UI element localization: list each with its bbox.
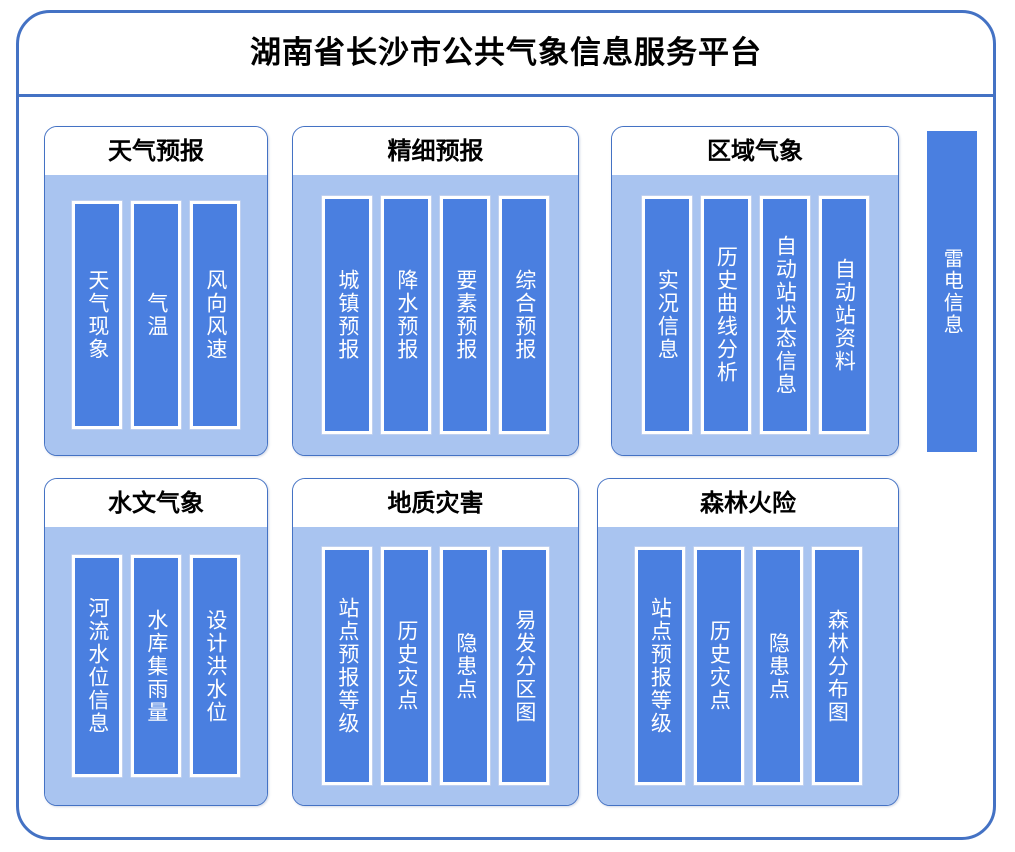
item-label: 雷电信息 <box>940 247 965 336</box>
item-label: 隐患点 <box>453 631 478 701</box>
panel-header-hydrometeorology: 水文气象 <box>45 479 267 527</box>
item-element-forecast[interactable]: 要素预报 <box>440 196 490 434</box>
item-historical-curve-analysis[interactable]: 历史曲线分析 <box>700 196 751 434</box>
item-station-forecast-level[interactable]: 站点预报等级 <box>634 547 685 785</box>
item-label: 站点预报等级 <box>335 597 360 735</box>
panel-title-regional-meteorology: 区域气象 <box>707 137 803 165</box>
panel-weather-forecast[interactable]: 天气预报 天气现象 气温 风向风速 <box>44 126 268 456</box>
panel-regional-meteorology[interactable]: 区域气象 实况信息 历史曲线分析 自动站状态信息 自动站资料 <box>611 126 899 456</box>
item-label: 历史曲线分析 <box>714 246 739 384</box>
item-label: 天气现象 <box>85 269 110 361</box>
item-label: 要素预报 <box>453 269 478 361</box>
item-comprehensive-forecast[interactable]: 综合预报 <box>499 196 549 434</box>
item-historical-disaster-points[interactable]: 历史灾点 <box>693 547 744 785</box>
panel-title-geological-disaster: 地质灾害 <box>387 489 484 517</box>
item-label: 自动站资料 <box>832 257 857 373</box>
item-label: 历史灾点 <box>707 620 732 712</box>
panel-title-weather-forecast: 天气预报 <box>108 137 204 165</box>
item-label: 易发分区图 <box>512 608 537 724</box>
item-susceptibility-zoning-map[interactable]: 易发分区图 <box>499 547 549 785</box>
panel-body-regional-meteorology: 实况信息 历史曲线分析 自动站状态信息 自动站资料 <box>612 175 898 455</box>
item-historical-disaster-points[interactable]: 历史灾点 <box>381 547 431 785</box>
item-hidden-danger-points[interactable]: 隐患点 <box>440 547 490 785</box>
panel-header-fine-forecast: 精细预报 <box>293 127 578 175</box>
item-label: 设计洪水位 <box>203 608 228 724</box>
panel-title-fine-forecast: 精细预报 <box>387 137 484 165</box>
item-label: 风向风速 <box>203 269 228 361</box>
item-label: 综合预报 <box>512 269 537 361</box>
item-label: 隐患点 <box>766 631 791 701</box>
item-forest-distribution-map[interactable]: 森林分布图 <box>811 547 862 785</box>
item-label: 气温 <box>144 292 169 338</box>
platform-title-bar: 湖南省长沙市公共气象信息服务平台 <box>19 13 993 97</box>
item-label: 实况信息 <box>655 269 680 361</box>
item-river-water-level-information[interactable]: 河流水位信息 <box>72 555 122 777</box>
item-lightning-information[interactable]: 雷电信息 <box>927 131 977 452</box>
item-label: 自动站状态信息 <box>773 234 798 396</box>
panel-title-forest-fire-risk: 森林火险 <box>700 489 796 517</box>
panel-body-weather-forecast: 天气现象 气温 风向风速 <box>45 175 267 455</box>
item-wind-direction-speed[interactable]: 风向风速 <box>190 201 240 429</box>
item-aws-data[interactable]: 自动站资料 <box>818 196 869 434</box>
panel-fine-forecast[interactable]: 精细预报 城镇预报 降水预报 要素预报 综合预报 <box>292 126 579 456</box>
item-label: 站点预报等级 <box>648 597 673 735</box>
panel-header-weather-forecast: 天气预报 <box>45 127 267 175</box>
item-town-forecast[interactable]: 城镇预报 <box>322 196 372 434</box>
item-weather-phenomena[interactable]: 天气现象 <box>72 201 122 429</box>
panel-body-hydrometeorology: 河流水位信息 水库集雨量 设计洪水位 <box>45 527 267 805</box>
item-aws-status-information[interactable]: 自动站状态信息 <box>759 196 810 434</box>
panel-title-hydrometeorology: 水文气象 <box>108 489 204 517</box>
panel-body-geological-disaster: 站点预报等级 历史灾点 隐患点 易发分区图 <box>293 527 578 805</box>
panel-header-geological-disaster: 地质灾害 <box>293 479 578 527</box>
item-hidden-danger-points[interactable]: 隐患点 <box>752 547 803 785</box>
panel-body-forest-fire-risk: 站点预报等级 历史灾点 隐患点 森林分布图 <box>598 527 898 805</box>
panel-header-forest-fire-risk: 森林火险 <box>598 479 898 527</box>
page-title: 湖南省长沙市公共气象信息服务平台 <box>250 35 762 71</box>
item-air-temperature[interactable]: 气温 <box>131 201 181 429</box>
item-label: 河流水位信息 <box>85 597 110 735</box>
panel-hydrometeorology[interactable]: 水文气象 河流水位信息 水库集雨量 设计洪水位 <box>44 478 268 806</box>
item-precipitation-forecast[interactable]: 降水预报 <box>381 196 431 434</box>
panel-forest-fire-risk[interactable]: 森林火险 站点预报等级 历史灾点 隐患点 森林分布图 <box>597 478 899 806</box>
item-station-forecast-level[interactable]: 站点预报等级 <box>322 547 372 785</box>
item-reservoir-rainfall[interactable]: 水库集雨量 <box>131 555 181 777</box>
item-label: 水库集雨量 <box>144 608 169 724</box>
panel-geological-disaster[interactable]: 地质灾害 站点预报等级 历史灾点 隐患点 易发分区图 <box>292 478 579 806</box>
item-label: 城镇预报 <box>335 269 360 361</box>
item-design-flood-level[interactable]: 设计洪水位 <box>190 555 240 777</box>
item-label: 降水预报 <box>394 269 419 361</box>
panel-header-regional-meteorology: 区域气象 <box>612 127 898 175</box>
item-label: 历史灾点 <box>394 620 419 712</box>
panel-body-fine-forecast: 城镇预报 降水预报 要素预报 综合预报 <box>293 175 578 455</box>
item-label: 森林分布图 <box>825 608 850 724</box>
item-live-information[interactable]: 实况信息 <box>641 196 692 434</box>
